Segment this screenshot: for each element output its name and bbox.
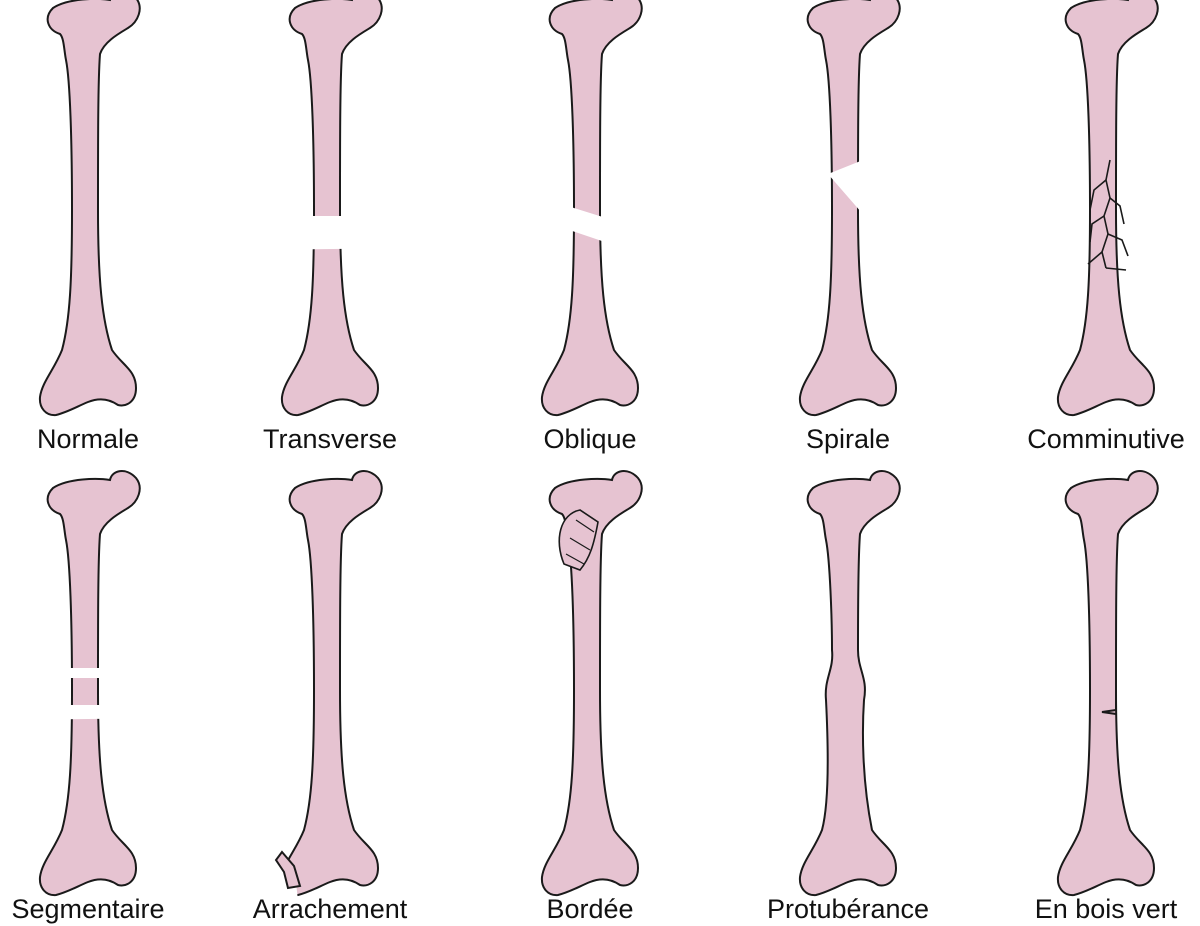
bone-greenstick (1056, 470, 1159, 897)
label-impacted: Bordée (546, 894, 633, 924)
bone-buckle (798, 470, 901, 897)
label-oblique: Oblique (543, 424, 636, 454)
label-transverse: Transverse (263, 424, 397, 454)
bone-normal (38, 0, 141, 417)
bone-segmental (38, 470, 141, 897)
label-segmental: Segmentaire (11, 894, 164, 924)
bone-comminuted (1056, 0, 1159, 417)
label-greenstick: En bois vert (1035, 894, 1178, 924)
label-buckle: Protubérance (767, 894, 929, 924)
bone-avulsion (274, 470, 383, 897)
bone-spiral (798, 0, 901, 417)
bone-oblique (540, 0, 643, 417)
label-normal: Normale (37, 424, 139, 454)
label-comminuted: Comminutive (1027, 424, 1185, 454)
label-avulsion: Arrachement (253, 894, 408, 924)
label-spiral: Spirale (806, 424, 890, 454)
bone-impacted (540, 470, 643, 897)
bone-transverse (280, 0, 383, 417)
